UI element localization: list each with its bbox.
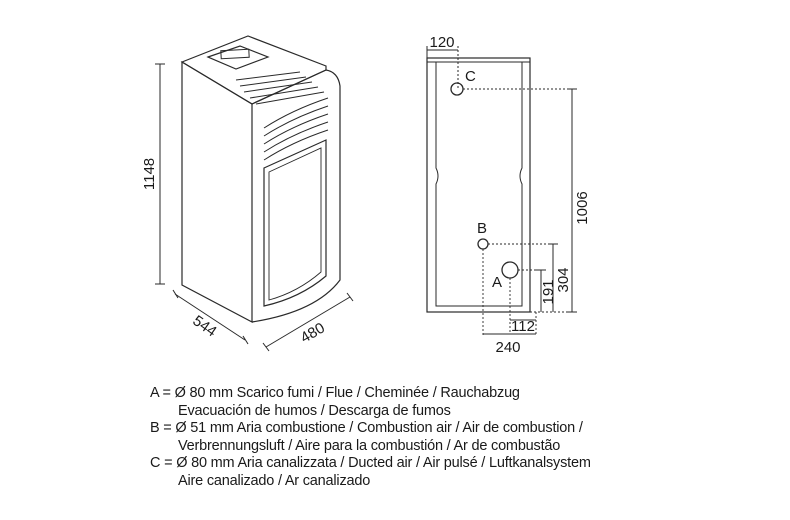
outlet-b-label: B [477, 220, 487, 237]
legend-c-line-2: Aire canalizado / Ar canalizado [178, 472, 371, 489]
outlet-c-ducted-air [450, 82, 464, 96]
outlet-legend: A = Ø 80 mm Scarico fumi / Flue / Chemin… [150, 385, 770, 490]
stove-top-panel [180, 35, 327, 105]
legend-a-line-2: Evacuación de humos / Descarga de fumos [178, 402, 451, 419]
control-panel [206, 45, 270, 70]
reference-lines [463, 88, 576, 336]
a-height-label: 191 [540, 279, 557, 304]
b-height-dimension [548, 243, 558, 312]
outlet-a-flue [501, 261, 519, 279]
legend-c-line-1: C = Ø 80 mm Aria canalizzata / Ducted ai… [150, 455, 591, 471]
outlet-c-label: C [465, 68, 476, 85]
rear-outer-outline [426, 57, 531, 313]
width-dimension [262, 292, 354, 352]
c-height-dimension [567, 88, 577, 313]
width-dimension-label: 480 [298, 319, 328, 346]
legend-b-line-2: Verbrennungsluft / Aire para la combusti… [178, 437, 561, 454]
depth-dimension [172, 289, 249, 345]
top-vent-grille [235, 71, 325, 105]
c-height-label: 1006 [574, 191, 591, 224]
legend-a-line-1: A = Ø 80 mm Scarico fumi / Flue / Chemin… [150, 385, 520, 401]
front-door [263, 139, 327, 307]
stove-side-panel [181, 60, 253, 323]
stove-perspective-view [180, 35, 341, 323]
front-door-glass [268, 147, 322, 301]
outlet-a-label: A [492, 274, 502, 291]
b-height-label: 304 [555, 267, 572, 292]
a-height-dimension [536, 269, 546, 312]
depth-dimension-label: 544 [189, 312, 219, 340]
flue-offset-dimension [426, 46, 459, 89]
stove-rear-view [426, 57, 531, 313]
control-display [220, 48, 250, 60]
stove-technical-drawing: 1148 544 480 120 C B A [141, 34, 591, 356]
outlet-b-combustion-air [477, 238, 489, 250]
height-dimension [155, 63, 165, 285]
a-offset-label: 112 [511, 318, 535, 335]
rear-inner-outline [435, 61, 523, 307]
front-curved-bands [263, 97, 329, 161]
stove-front-panel [251, 69, 341, 323]
legend-b-line-1: B = Ø 51 mm Aria combustione / Combustio… [150, 420, 583, 436]
b-offset-label: 240 [495, 339, 520, 356]
height-dimension-label: 1148 [141, 158, 158, 190]
flue-offset-label: 120 [429, 34, 454, 51]
